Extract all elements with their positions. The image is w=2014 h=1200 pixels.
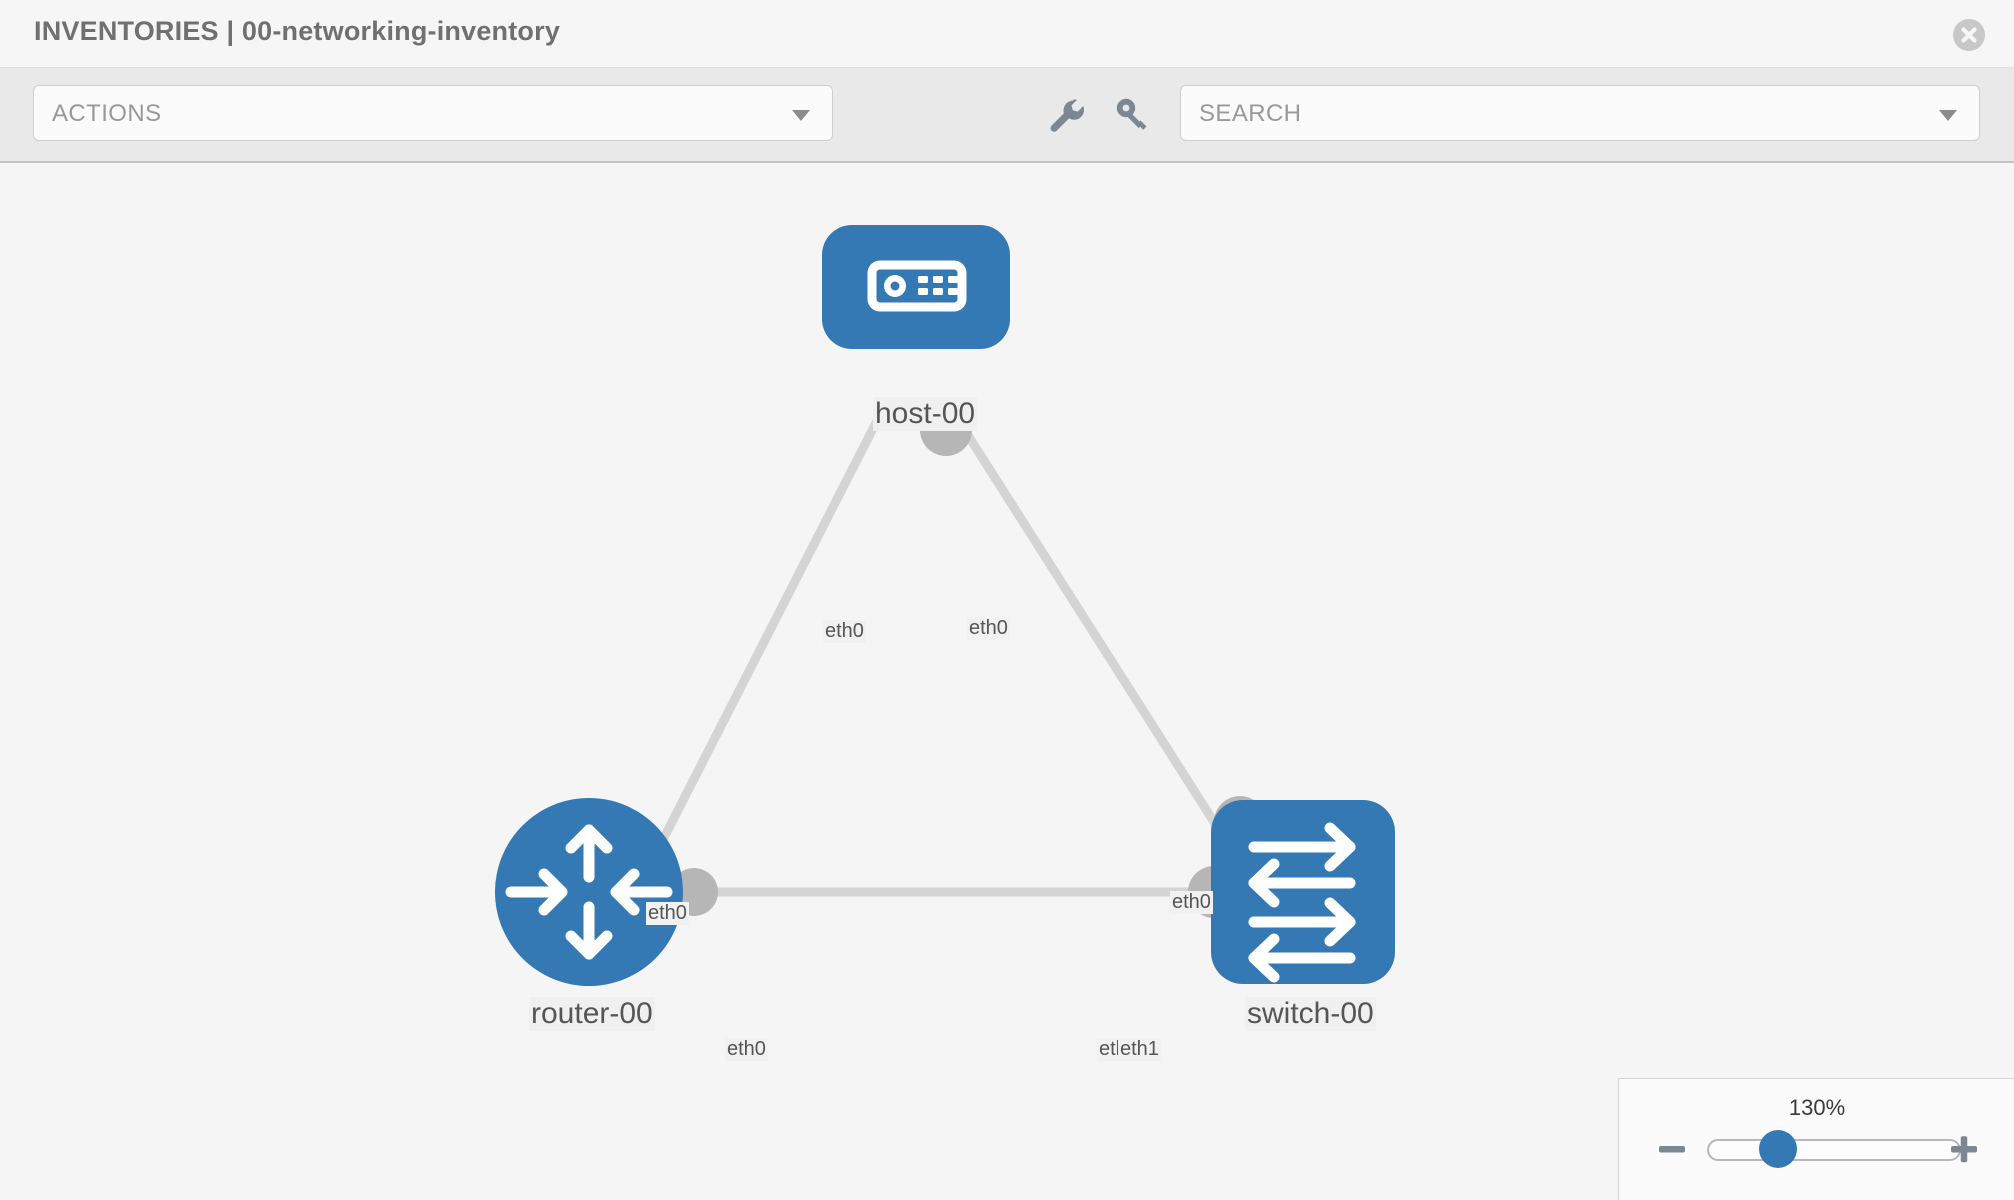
page-header: INVENTORIES | 00-networking-inventory bbox=[0, 0, 2014, 68]
node-router-00 bbox=[495, 798, 683, 986]
edge-host-switch bbox=[951, 412, 1239, 858]
node-host-00 bbox=[822, 225, 1010, 349]
topology-graph bbox=[495, 225, 1395, 986]
close-icon[interactable] bbox=[1952, 18, 1986, 52]
server-icon bbox=[867, 260, 967, 312]
search-input[interactable]: SEARCH bbox=[1180, 85, 1980, 141]
switch-arrows-icon bbox=[1248, 822, 1356, 983]
node-switch-00 bbox=[1211, 800, 1395, 984]
iface-label: eth0 bbox=[967, 617, 1010, 640]
node-label-switch: switch-00 bbox=[1245, 997, 1376, 1031]
topology-ports bbox=[670, 404, 1266, 918]
iface-label: eth1 bbox=[1118, 1038, 1161, 1061]
wrench-icon[interactable] bbox=[1043, 93, 1087, 137]
node-router-00-shape bbox=[495, 798, 683, 986]
actions-dropdown-label: ACTIONS bbox=[52, 100, 162, 127]
zoom-percent-label: 130% bbox=[1788, 1095, 1846, 1120]
node-label-host: host-00 bbox=[873, 397, 978, 431]
chevron-down-icon[interactable] bbox=[1939, 110, 1957, 121]
iface-label: eth0 bbox=[646, 902, 689, 925]
node-label-router: router-00 bbox=[529, 997, 655, 1031]
plus-icon[interactable] bbox=[1947, 1132, 1981, 1166]
key-icon[interactable] bbox=[1110, 93, 1154, 137]
router-arrows-icon bbox=[505, 824, 673, 960]
iface-label: eth0 bbox=[823, 620, 866, 643]
page-title: INVENTORIES | 00-networking-inventory bbox=[34, 16, 561, 46]
minus-icon[interactable] bbox=[1655, 1132, 1689, 1166]
search-input-value: SEARCH bbox=[1199, 100, 1302, 127]
edge-host-router bbox=[645, 412, 885, 868]
node-host-00-shape bbox=[822, 225, 1010, 349]
iface-label: eth0 bbox=[1170, 891, 1213, 914]
iface-label: eth0 bbox=[725, 1038, 768, 1061]
zoom-slider-track[interactable] bbox=[1707, 1139, 1961, 1161]
zoom-control: 130% bbox=[1618, 1078, 2014, 1200]
server-icon-dots bbox=[918, 276, 958, 295]
chevron-down-icon bbox=[792, 110, 810, 121]
actions-dropdown[interactable]: ACTIONS bbox=[33, 85, 833, 141]
topology-edges bbox=[640, 412, 1250, 897]
topology-canvas[interactable]: host-00 router-00 switch-00 eth0 eth0 et… bbox=[0, 165, 2014, 1200]
zoom-slider-thumb[interactable] bbox=[1759, 1130, 1797, 1168]
